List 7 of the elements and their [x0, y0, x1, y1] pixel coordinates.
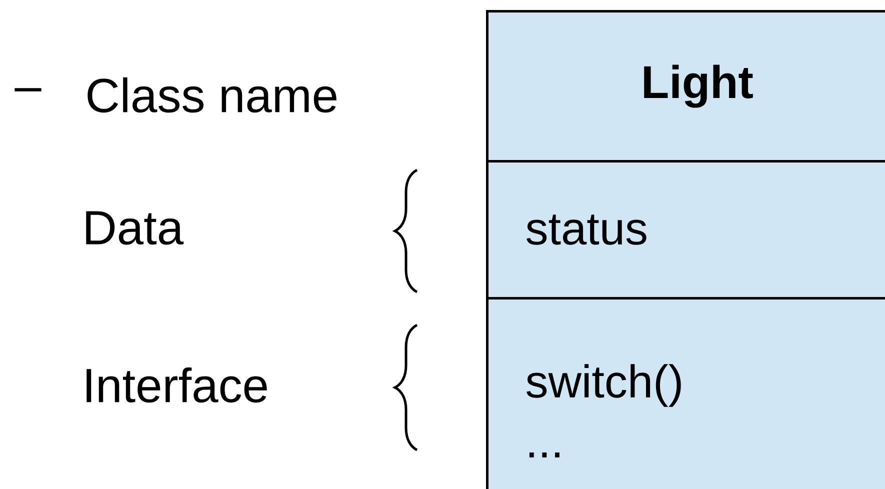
side-label: Interface	[86, 367, 267, 403]
class-compartment: Light	[486, 10, 885, 162]
side-label: Class name	[88, 77, 336, 113]
side-label: –	[14, 88, 42, 92]
class-compartment: status	[486, 160, 885, 300]
class-compartment: switch() ...	[486, 297, 885, 489]
side-label: Data	[86, 211, 184, 245]
